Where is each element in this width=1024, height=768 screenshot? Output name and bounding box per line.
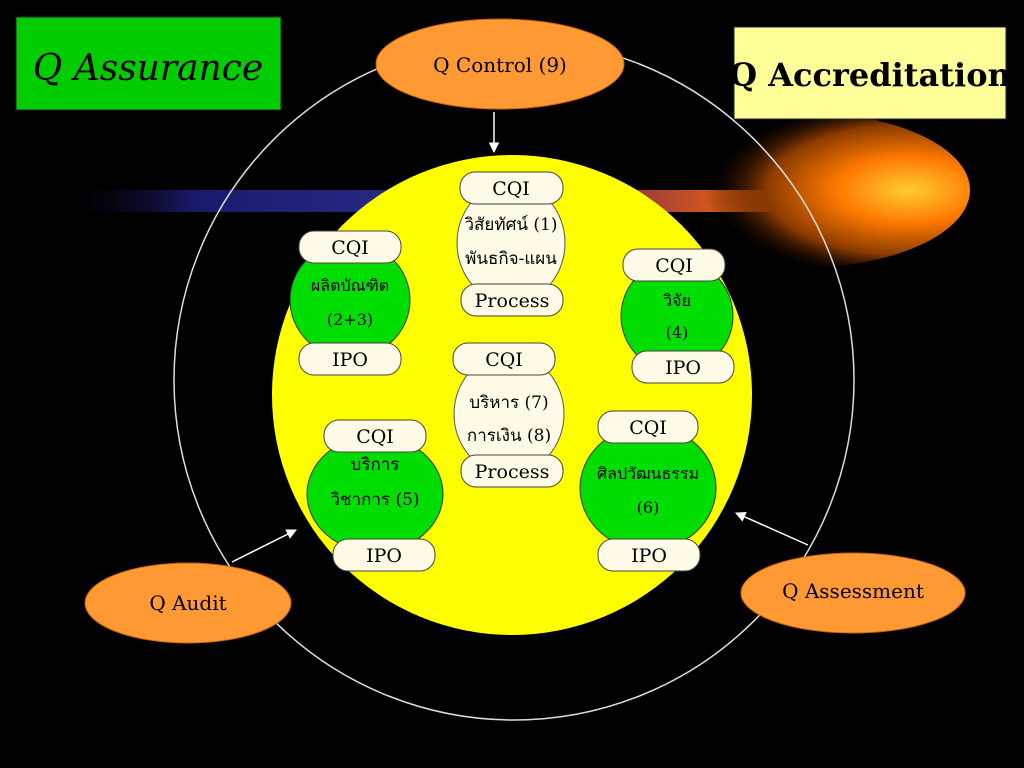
module-service: บริการ วิชาการ (5) CQI IPO: [306, 419, 444, 572]
arrow-audit-to-core: [231, 529, 297, 563]
service-line2: วิชาการ (5): [330, 490, 420, 510]
q-assessment-label: Q Assessment: [782, 579, 924, 603]
q-control-node: Q Control (9): [375, 18, 625, 110]
module-vision: วิสัยทัศน์ (1) พันธกิจ-แผน CQI Process: [456, 171, 566, 317]
q-audit-label: Q Audit: [149, 591, 226, 615]
accreditation-title: Q Accreditation: [729, 56, 1011, 94]
research-bottom: IPO: [665, 357, 701, 379]
q-assessment-node: Q Assessment: [740, 552, 966, 634]
service-top: CQI: [356, 426, 394, 448]
service-line1: บริการ: [351, 455, 400, 475]
assurance-title-box: Q Assurance: [15, 16, 282, 111]
module-admin: บริหาร (7) การเงิน (8) CQI Process: [452, 342, 565, 488]
vision-bottom: Process: [475, 290, 550, 312]
module-research: วิจัย (4) CQI IPO: [620, 248, 735, 384]
vision-top: CQI: [492, 178, 530, 200]
module-culture: ศิลปวัฒนธรรม (6) CQI IPO: [579, 410, 717, 572]
admin-top: CQI: [485, 349, 523, 371]
graduate-line2: (2+3): [327, 310, 373, 329]
accreditation-title-box: Q Accreditation: [729, 26, 1011, 120]
graduate-bottom: IPO: [332, 349, 368, 371]
culture-top: CQI: [629, 417, 667, 439]
culture-line2: (6): [637, 498, 660, 517]
assurance-title: Q Assurance: [33, 48, 263, 89]
culture-bottom: IPO: [631, 545, 667, 567]
admin-bottom: Process: [475, 461, 550, 483]
research-line1: วิจัย: [663, 291, 691, 310]
q-control-label: Q Control (9): [433, 53, 567, 77]
culture-line1: ศิลปวัฒนธรรม: [597, 464, 699, 483]
comet-glow: [630, 112, 970, 268]
research-top: CQI: [655, 255, 693, 277]
arrow-assessment-to-core: [735, 512, 809, 546]
vision-line1: วิสัยทัศน์ (1): [464, 215, 557, 235]
module-graduate: ผลิตบัณฑิต (2+3) CQI IPO: [289, 230, 411, 376]
graduate-line1: ผลิตบัณฑิต: [311, 276, 389, 295]
admin-line1: บริหาร (7): [469, 393, 548, 413]
research-line2: (4): [666, 323, 689, 342]
vision-line2: พันธกิจ-แผน: [465, 249, 557, 269]
admin-line2: การเงิน (8): [467, 426, 551, 446]
graduate-top: CQI: [331, 237, 369, 259]
service-bottom: IPO: [366, 545, 402, 567]
q-audit-node: Q Audit: [84, 562, 292, 644]
